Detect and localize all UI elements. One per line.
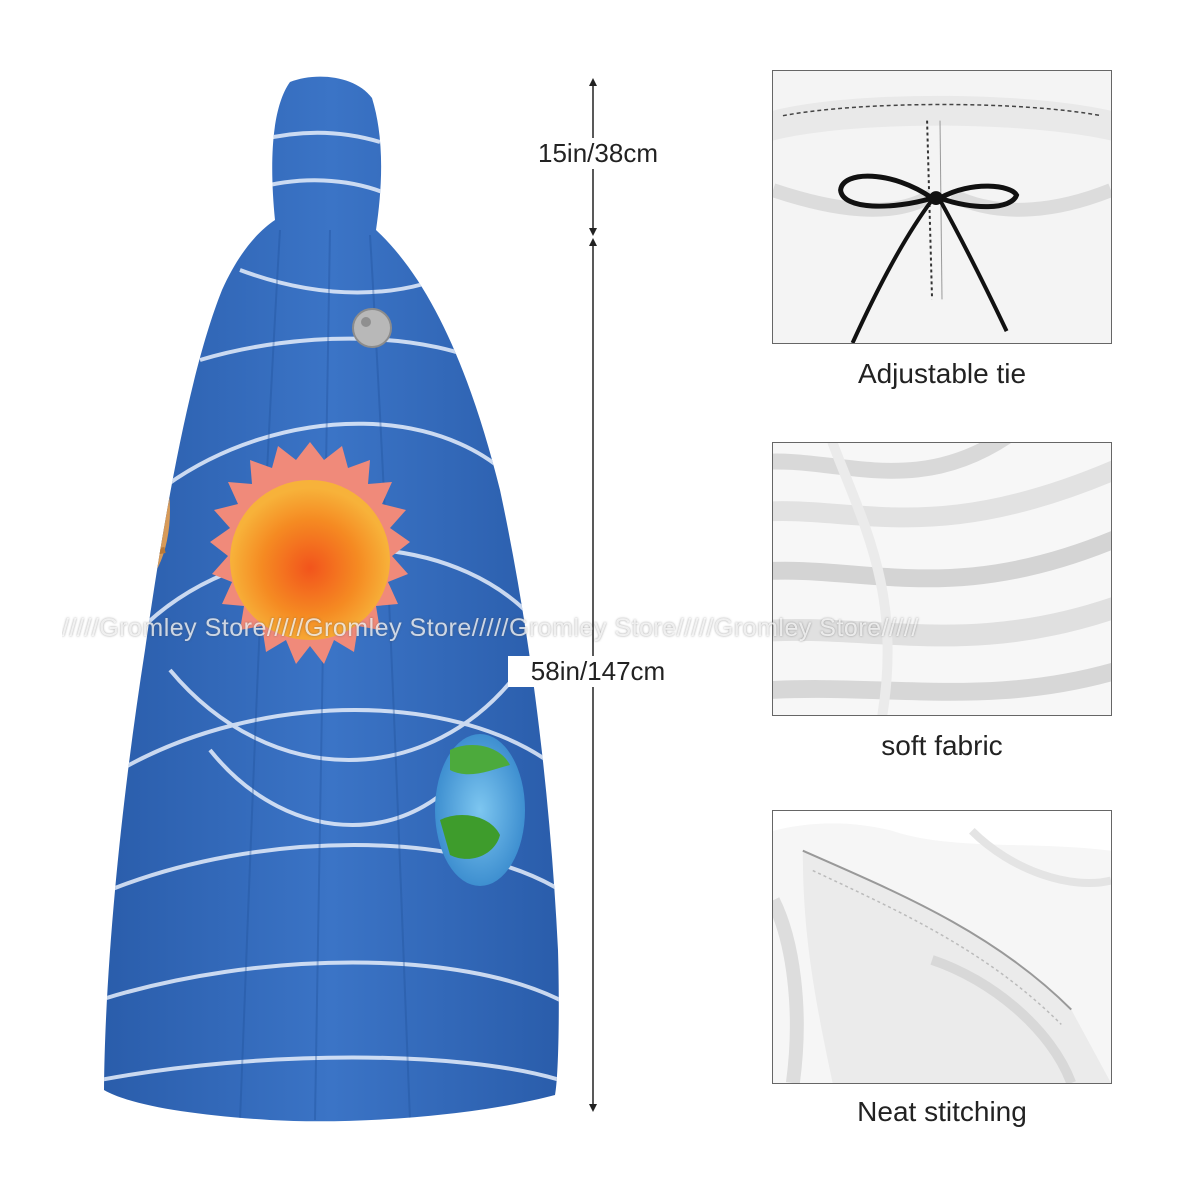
body-length-label: 58in/147cm — [508, 656, 688, 687]
tie-caption: Adjustable tie — [857, 358, 1027, 389]
cloak-illustration — [100, 70, 560, 1130]
store-watermark: /////Gromley Store/////Gromley Store////… — [62, 614, 919, 642]
fabric-caption: soft fabric — [881, 730, 1003, 761]
tie-detail-photo — [772, 70, 1112, 344]
hood-length-label: 15in/38cm — [508, 138, 688, 169]
cloak-svg — [104, 76, 559, 1122]
fabric-detail-photo — [772, 442, 1112, 716]
stitching-detail-photo — [772, 810, 1112, 1084]
stitching-caption: Neat stitching — [857, 1096, 1027, 1127]
